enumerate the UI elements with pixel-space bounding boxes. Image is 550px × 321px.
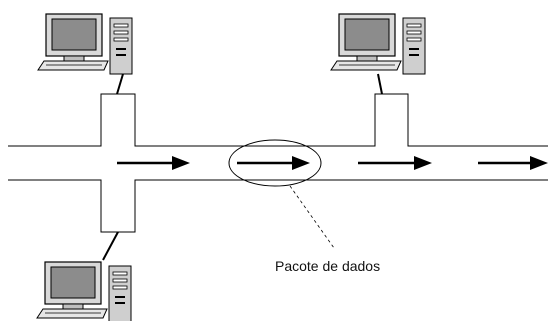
computer-bottom-left: [37, 262, 131, 321]
packet-arrow-highlighted: [237, 156, 310, 170]
packet-arrow: [478, 156, 548, 170]
computer-top-right: [331, 14, 425, 74]
annotation-leader-line: [290, 186, 334, 248]
computer-top-left: [38, 14, 132, 74]
packet-arrow: [117, 156, 190, 170]
cable-top-right: [378, 74, 382, 94]
packet-arrow: [358, 156, 432, 170]
packet-caption: Pacote de dados: [275, 258, 380, 274]
cable-bottom-left: [103, 232, 118, 260]
cable-top-left: [117, 74, 123, 94]
